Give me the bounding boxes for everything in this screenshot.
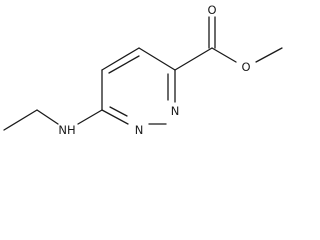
bond-n1-c6-inner: [109, 106, 128, 117]
atom-label-ring-nitrogen-2: N: [171, 104, 180, 118]
bond-c5-c4-inner: [108, 55, 140, 74]
atom-label-ring-nitrogen-1: N: [135, 123, 144, 137]
bond-ch2-ch3: [3, 109, 38, 131]
bond-carbonyl-o-ester: [211, 47, 237, 63]
bond-c5-c4: [101, 47, 140, 71]
bond-o-ester-methyl: [255, 47, 283, 63]
atom-label-carbonyl-oxygen: O: [207, 3, 216, 17]
chemical-structure-diagram: O O N N NH: [3, 3, 283, 137]
bond-c4-c3: [138, 47, 176, 71]
bond-nh-ch2: [36, 109, 59, 125]
atom-label-amine: NH: [58, 123, 75, 137]
pyridazine-ring: [101, 47, 176, 125]
atom-label-ester-oxygen: O: [241, 60, 250, 74]
ethylamino-group: [3, 109, 103, 131]
methyl-ester-group: [174, 16, 283, 71]
bond-c6-nh: [77, 109, 103, 125]
bond-c3-carbonyl: [174, 47, 213, 71]
bond-n1-c6: [101, 109, 129, 125]
